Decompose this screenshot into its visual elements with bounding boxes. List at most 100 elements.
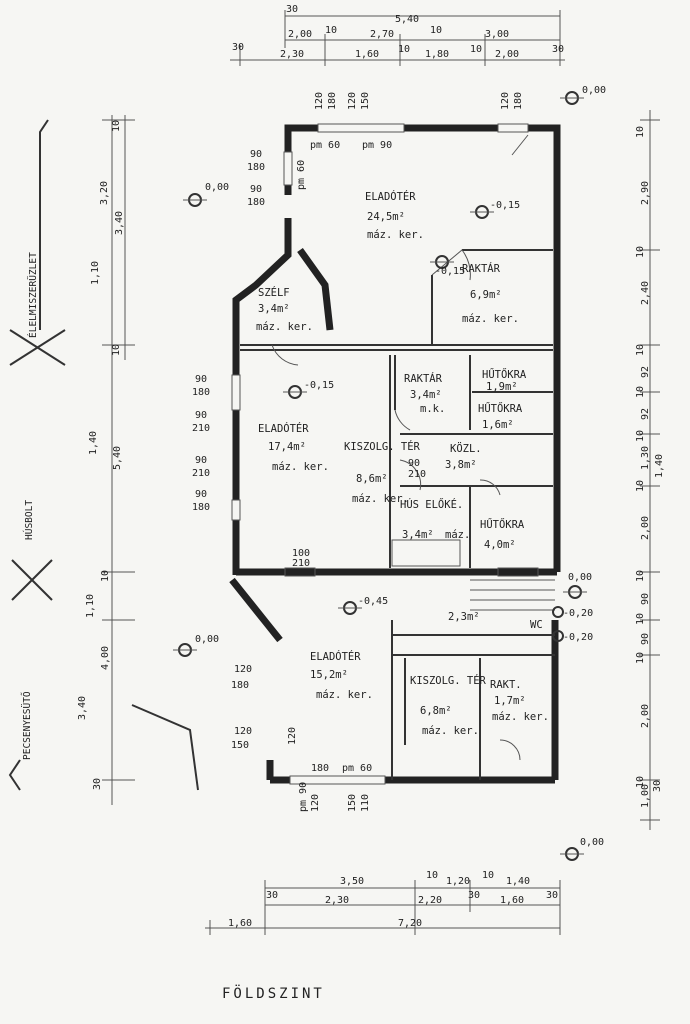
room-area: 1,7m²: [494, 695, 526, 707]
right-dim: 90: [640, 633, 651, 645]
level-marker: -0,20: [552, 606, 593, 619]
room-floor: máz. ker.: [352, 493, 409, 505]
opening-label: pm 60: [342, 763, 372, 774]
right-dim: 92: [640, 366, 651, 378]
side-labels: ÉLELMISZERÜZLET HÚSBOLT PECSENYESÜTŐ: [8, 119, 199, 791]
top-dim-r1-3: 10: [430, 25, 442, 36]
bottom-dim: 30: [266, 890, 278, 901]
right-dim: 10: [635, 126, 646, 138]
room-floor: máz. ker.: [316, 689, 373, 701]
bottom-dim: 2,30: [325, 895, 349, 906]
opening-label: 180: [311, 763, 329, 774]
right-dim: 10: [635, 344, 646, 356]
room-floor: máz. ker.: [272, 461, 329, 473]
room-floor: máz. ker.: [256, 321, 313, 333]
room-area: 3,4m²: [258, 303, 290, 315]
bottom-dim: 7,20: [398, 918, 422, 929]
room-name: HŰTŐKRA: [480, 517, 525, 531]
left-dim: 10: [111, 120, 122, 132]
left-dimensions: 10 3,20 3,40 1,10 10 1,40 5,40 10 1,10 4…: [77, 115, 135, 805]
left-dim: 1,10: [85, 594, 96, 618]
room-name: HÚS ELŐKÉ.: [400, 497, 463, 511]
room-name: ELADÓTÉR: [310, 650, 361, 663]
bottom-dim: 30: [546, 890, 558, 901]
opening-label: 150: [360, 92, 371, 110]
opening-label: pm 60: [310, 140, 340, 151]
opening-label: pm 90: [362, 140, 392, 151]
room-area: 1,9m²: [486, 381, 518, 393]
opening-label: 120: [287, 727, 298, 745]
right-dim: 1,00: [640, 784, 651, 808]
top-dim-r2-7: 30: [552, 44, 564, 55]
top-dim-r2-3: 10: [398, 44, 410, 55]
top-dim-r2-1: 2,30: [280, 49, 304, 60]
right-dimensions: 10 2,90 10 2,40 10 92 10 92 10 1,30 10 1…: [635, 110, 665, 830]
opening-label: 180: [247, 162, 265, 173]
svg-text:-0,45: -0,45: [358, 596, 388, 607]
top-dim-r1-2: 2,70: [370, 29, 394, 40]
room-area: 4,0m²: [484, 539, 516, 551]
opening-label: 90: [195, 410, 207, 421]
side-label-elelmiszeruzlet: ÉLELMISZERÜZLET: [27, 252, 39, 338]
level-marker: 0,00: [173, 634, 219, 657]
opening-label: 180: [192, 387, 210, 398]
right-dim: 10: [635, 246, 646, 258]
opening-label: 180: [231, 680, 249, 691]
room-name: ELADÓTÉR: [258, 422, 309, 435]
top-dim-r1-1: 10: [325, 25, 337, 36]
opening-label: 120: [234, 726, 252, 737]
top-dimensions: 30 5,40 2,00 10 2,70 10 3,00 30 2,30 1,6…: [230, 4, 565, 66]
opening-label: 90: [250, 149, 262, 160]
opening-label: pm 90: [298, 782, 309, 812]
opening-label: pm 60: [296, 160, 307, 190]
svg-text:0,00: 0,00: [205, 182, 229, 193]
top-dim-r2-2: 1,60: [355, 49, 379, 60]
right-dim: 1,30: [640, 446, 651, 470]
svg-text:-0,15: -0,15: [435, 266, 465, 277]
right-dim: 10: [635, 480, 646, 492]
top-dim-r1-4: 3,00: [485, 29, 509, 40]
level-marker: 0,00: [560, 85, 606, 105]
opening-label: 90: [195, 489, 207, 500]
level-marker: 0,00: [563, 572, 592, 599]
opening-label: 110: [360, 794, 371, 812]
room-area: 17,4m²: [268, 441, 306, 453]
room-area: 2,3m²: [448, 611, 480, 623]
level-marker: 0,00: [183, 182, 229, 207]
left-dim: 1,10: [90, 261, 101, 285]
bottom-dim: 30: [468, 890, 480, 901]
side-label-pecsenyesuto: PECSENYESÜTŐ: [22, 691, 33, 760]
opening-label: 120: [500, 92, 511, 110]
right-dim: 10: [635, 570, 646, 582]
svg-text:-0,20: -0,20: [563, 632, 593, 643]
opening-labels: 120 180 120 150 120 180 pm 60 pm 90 90 1…: [192, 92, 524, 812]
bottom-dim: 3,50: [340, 876, 364, 887]
svg-text:0,00: 0,00: [195, 634, 219, 645]
svg-text:0,00: 0,00: [580, 837, 604, 848]
bottom-dim: 2,20: [418, 895, 442, 906]
level-marker: 0,00: [560, 837, 604, 861]
room-area: 1,6m²: [482, 419, 514, 431]
opening-label: 100: [292, 548, 310, 559]
top-dim-r2-5: 10: [470, 44, 482, 55]
left-dim: 10: [111, 344, 122, 356]
opening-label: 120: [234, 664, 252, 675]
left-dim: 5,40: [112, 446, 123, 470]
room-floor: máz. ker.: [462, 313, 519, 325]
windows: [231, 123, 539, 785]
room-area: 6,9m²: [470, 289, 502, 301]
svg-text:-0,15: -0,15: [490, 200, 520, 211]
opening-label: 210: [408, 469, 426, 480]
opening-label: 90: [195, 455, 207, 466]
room-floor: máz.: [445, 529, 470, 541]
bottom-dim: 1,60: [228, 918, 252, 929]
opening-label: 210: [192, 468, 210, 479]
room-name: RAKT.: [490, 679, 522, 691]
level-marker: -0,15: [283, 380, 334, 399]
opening-label: 90: [250, 184, 262, 195]
room-name: WC: [530, 619, 543, 631]
bottom-dim: 1,40: [506, 876, 530, 887]
room-area: 8,6m²: [356, 473, 388, 485]
right-dim: 10: [635, 776, 646, 788]
opening-label: 150: [231, 740, 249, 751]
